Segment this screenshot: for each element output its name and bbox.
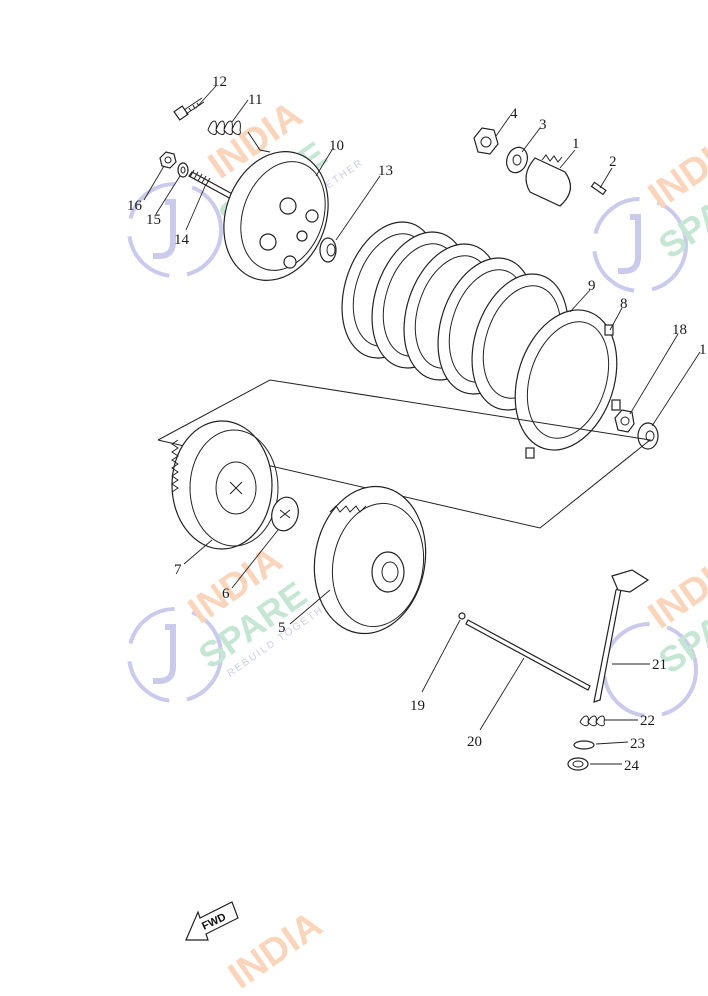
callout-6: 6 (222, 586, 230, 602)
callout-19: 19 (410, 698, 425, 714)
watermark-logo-lower-right: INDIA SPARE (602, 544, 708, 718)
callout-18: 18 (672, 322, 687, 338)
part-seal-24 (567, 757, 589, 771)
callout-5: 5 (278, 620, 286, 636)
callout-14: 14 (174, 232, 190, 248)
part-primary-driven-gear-7 (171, 420, 279, 550)
callout-12: 12 (212, 74, 227, 90)
part-pushrod-20 (465, 619, 591, 691)
part-clutch-housing-5 (313, 485, 427, 635)
callout-1: 1 (572, 136, 580, 152)
callout-3: 3 (539, 117, 547, 133)
callout-9: 9 (588, 278, 596, 294)
callout-24: 24 (624, 758, 640, 774)
leader-lines (143, 85, 701, 765)
watermark-logo-lower-left: INDIA SPARE REBUILD TOGETHER (127, 539, 341, 703)
part-washer-23 (573, 740, 595, 750)
part-pressure-plate-10 (223, 151, 329, 281)
callout-8: 8 (620, 296, 628, 312)
watermark-logo-upper-right: INDIA SPARE (592, 124, 708, 293)
part-ball-19 (458, 612, 466, 620)
callout-labels: 12 11 10 13 16 15 14 4 3 1 2 9 8 18 1 7 … (127, 74, 707, 774)
fwd-arrow-icon: FWD (185, 901, 239, 941)
callout-15: 15 (146, 212, 161, 228)
part-nut-16 (159, 151, 177, 169)
part-nut-13 (319, 237, 337, 263)
part-washer-15 (177, 162, 189, 178)
callout-2: 2 (609, 154, 617, 170)
callout-13: 13 (378, 163, 393, 179)
callout-22: 22 (640, 713, 655, 729)
part-washer-3 (506, 146, 528, 174)
callout-16: 16 (127, 198, 143, 214)
part-bolt-12 (173, 97, 205, 121)
assembly-boundary (157, 379, 652, 529)
part-lock-washer-1b (637, 422, 659, 450)
part-lever-shaft-21 (593, 569, 650, 703)
part-washer-6 (271, 496, 299, 532)
part-nut-18 (614, 409, 635, 433)
callout-11: 11 (248, 92, 262, 108)
callout-21: 21 (652, 657, 667, 673)
callout-10: 10 (329, 138, 344, 154)
callout-23: 23 (630, 736, 645, 752)
callout-4: 4 (510, 106, 518, 122)
part-nut-4 (473, 127, 499, 155)
part-spring-11 (207, 120, 271, 153)
callout-7: 7 (174, 562, 182, 578)
part-spring-22 (579, 715, 605, 727)
callout-20: 20 (467, 734, 482, 750)
part-clutch-plate-8 (514, 309, 621, 459)
callout-1b: 1 (699, 342, 707, 358)
part-pin-2 (590, 181, 607, 196)
part-primary-gear-1 (525, 154, 571, 207)
